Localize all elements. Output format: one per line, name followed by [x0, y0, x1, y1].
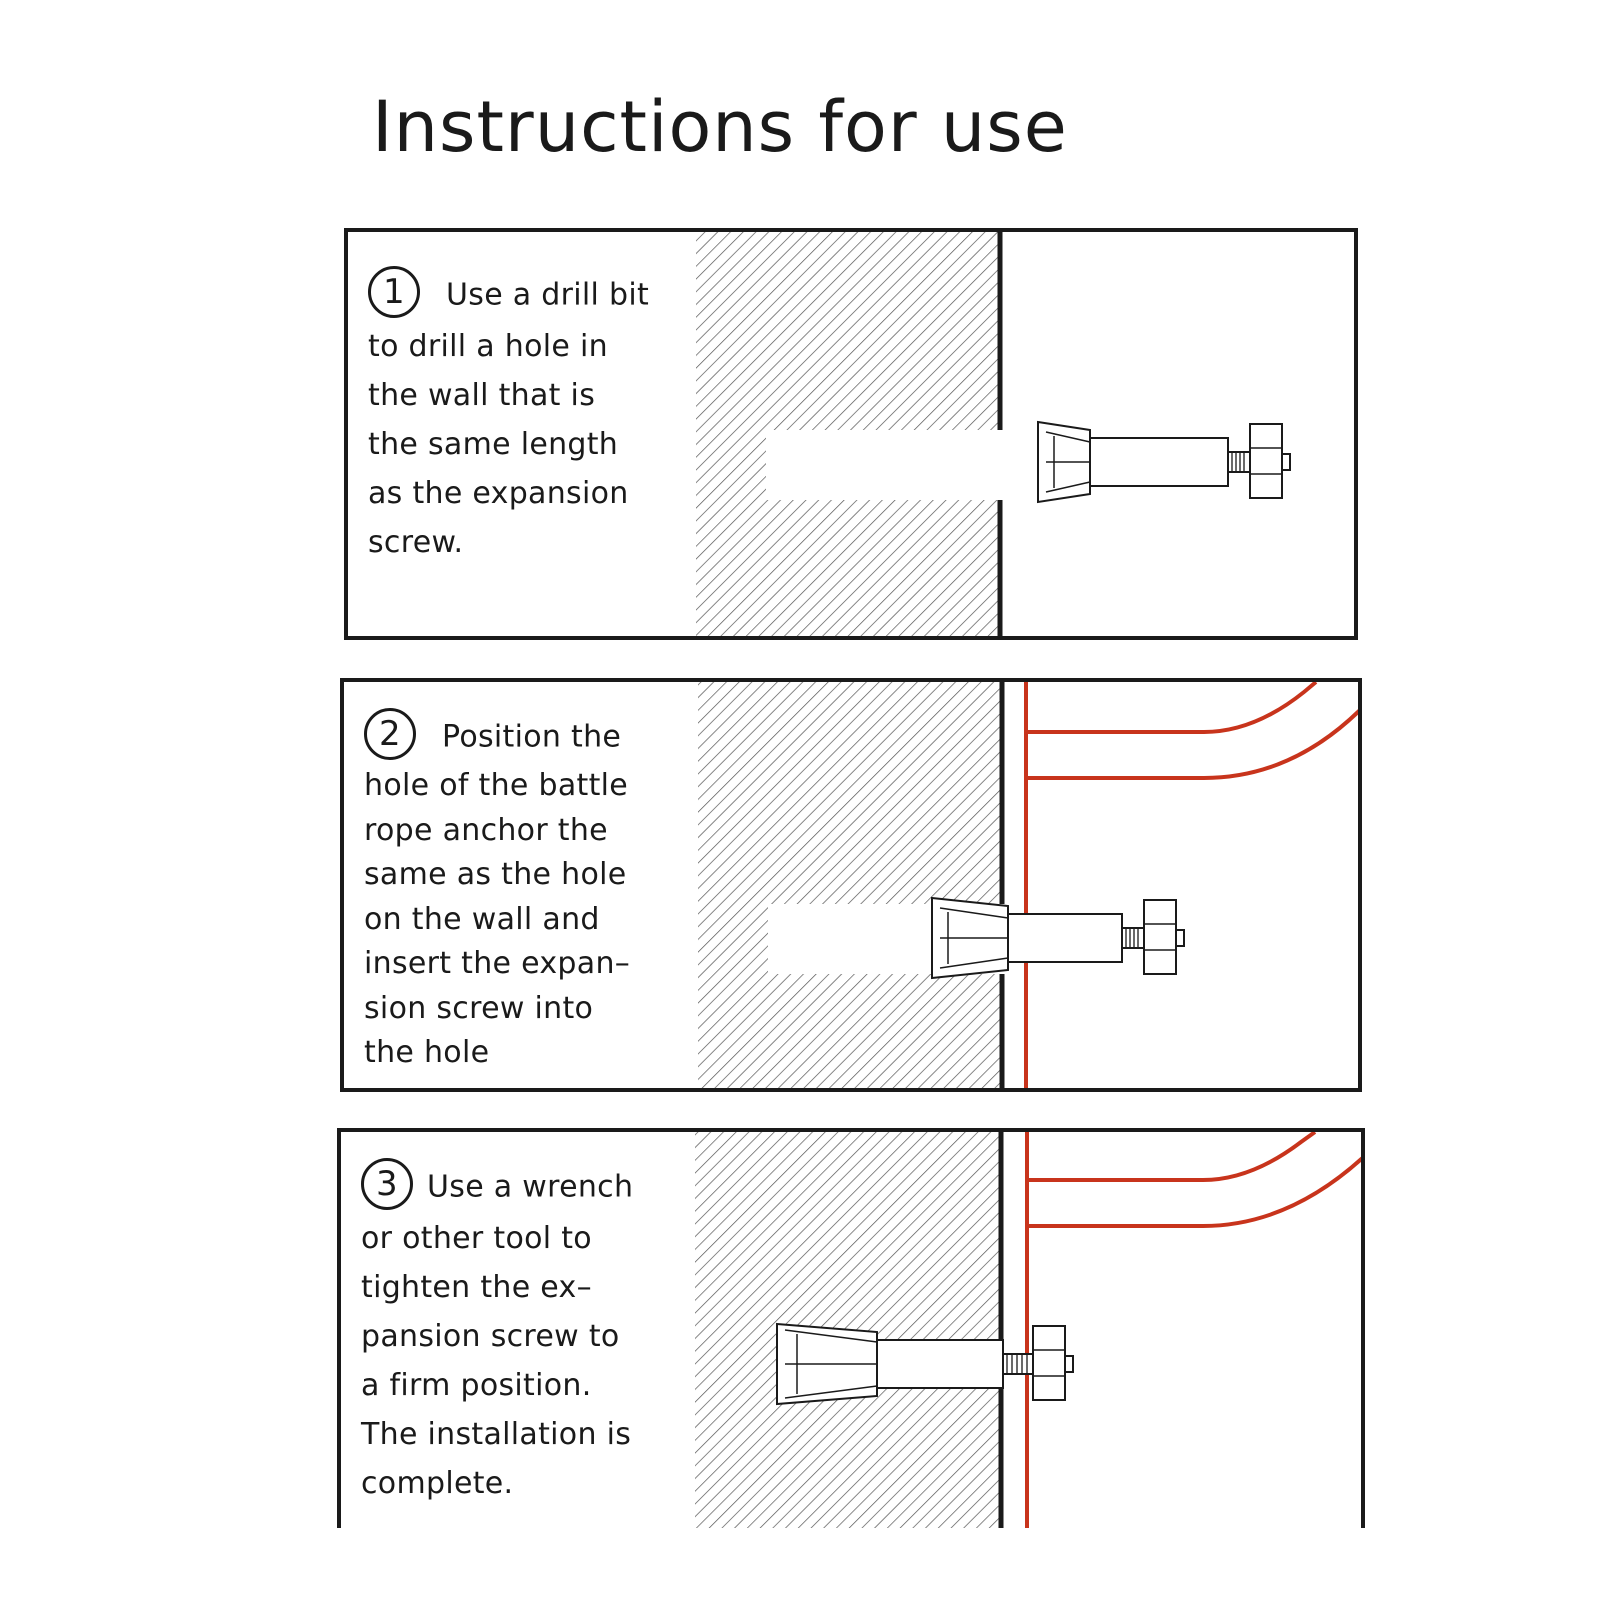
step-1-line-5: as the expansion: [368, 476, 629, 511]
step-2-line-6: insert the expan–: [364, 946, 631, 981]
step-3-line-5: a firm position.: [361, 1368, 592, 1403]
step-1-line-4: the same length: [368, 427, 619, 462]
step-1-line-3: the wall that is: [368, 378, 596, 413]
step-2-line-8: the hole: [364, 1035, 490, 1070]
step-3-line-2: or other tool to: [361, 1221, 592, 1256]
step-1-line-6: screw.: [368, 525, 464, 560]
anchor-bracket: [1025, 1132, 1361, 1528]
wall-hatching: [698, 682, 1002, 1088]
step-2-number: 2: [364, 708, 416, 760]
step-3-line-4: pansion screw to: [361, 1319, 620, 1354]
drilled-hole: [766, 430, 1006, 500]
expansion-screw: [1037, 420, 1291, 504]
step-3-number: 3: [361, 1158, 413, 1210]
step-2-line-7: sion screw into: [364, 990, 594, 1026]
step-3-line-7: complete.: [361, 1466, 514, 1501]
step-2-line-3: rope anchor the: [364, 812, 608, 848]
step-1-illustration: [696, 232, 1291, 636]
anchor-bracket: [1024, 682, 1358, 1088]
step-2-line-2: hole of the battle: [364, 768, 629, 803]
expansion-screw: [931, 896, 1185, 980]
step-2-line-4: same as the hole: [364, 857, 627, 892]
page-title: Instructions for use: [372, 86, 1068, 168]
step-1-number: 1: [368, 266, 420, 318]
expansion-screw: [776, 1322, 1074, 1406]
step-3-line-6: The installation is: [361, 1417, 632, 1452]
step-2-illustration: [698, 682, 1358, 1088]
step-1-line-2: to drill a hole in: [368, 329, 608, 364]
step-3-line-3: tighten the ex–: [361, 1270, 592, 1305]
step-3-illustration: [695, 1132, 1361, 1528]
step-2-line-5: on the wall and: [364, 901, 600, 937]
